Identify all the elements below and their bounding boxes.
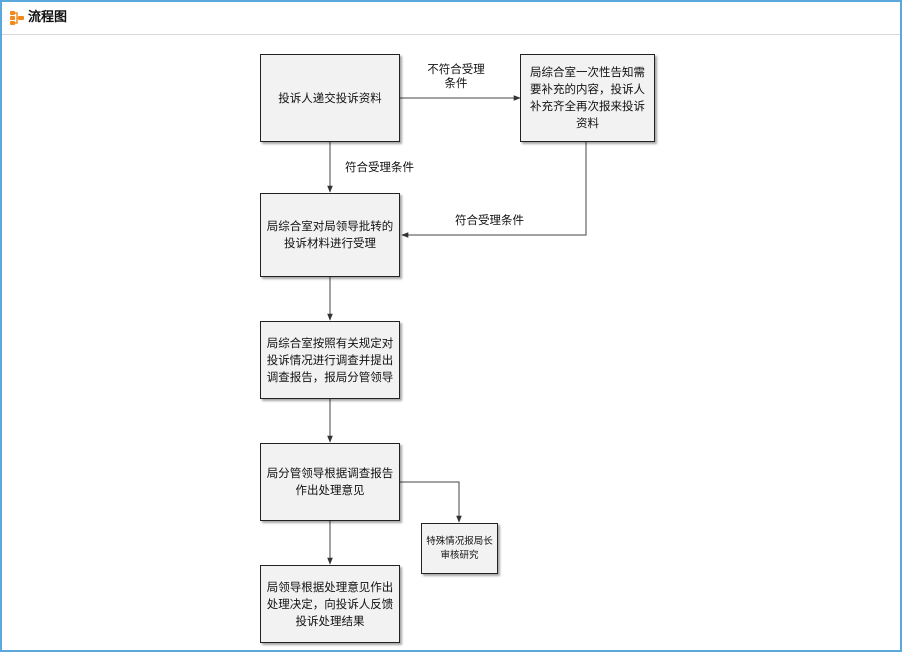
edge-label-not-meet: 不符合受理 条件	[422, 62, 490, 90]
diagram-edges	[327, 95, 587, 565]
page-title: 流程图	[28, 10, 68, 25]
node-decision: 局领导根据处理意见作出处理决定，向投诉人反馈投诉处理结果	[260, 565, 400, 643]
node-opinion: 局分管领导根据调查报告作出处理意见	[260, 443, 400, 521]
panel-header: 流程图	[2, 2, 900, 35]
edge-opinion-to-special	[400, 481, 462, 523]
diagram-canvas: 投诉人递交投诉资料 局综合室一次性告知需要补充的内容，投诉人补充齐全再次报来投诉…	[2, 35, 900, 650]
node-special: 特殊情况报局长审核研究	[421, 523, 498, 574]
edge-supplement-to-accept	[401, 142, 587, 238]
edge-label-not-meet-line2: 条件	[444, 76, 468, 90]
node-supplement: 局综合室一次性告知需要补充的内容，投诉人补充齐全再次报来投诉资料	[520, 54, 655, 142]
flowchart-icon	[10, 11, 24, 25]
node-submit: 投诉人递交投诉资料	[260, 54, 400, 142]
edge-label-meet-1: 符合受理条件	[345, 160, 414, 174]
node-accept: 局综合室对局领导批转的投诉材料进行受理	[260, 193, 400, 277]
edge-label-not-meet-line1: 不符合受理	[427, 62, 485, 76]
node-investigate: 局综合室按照有关规定对投诉情况进行调查并提出调查报告，报局分管领导	[260, 321, 400, 399]
edge-label-meet-2: 符合受理条件	[455, 213, 524, 227]
